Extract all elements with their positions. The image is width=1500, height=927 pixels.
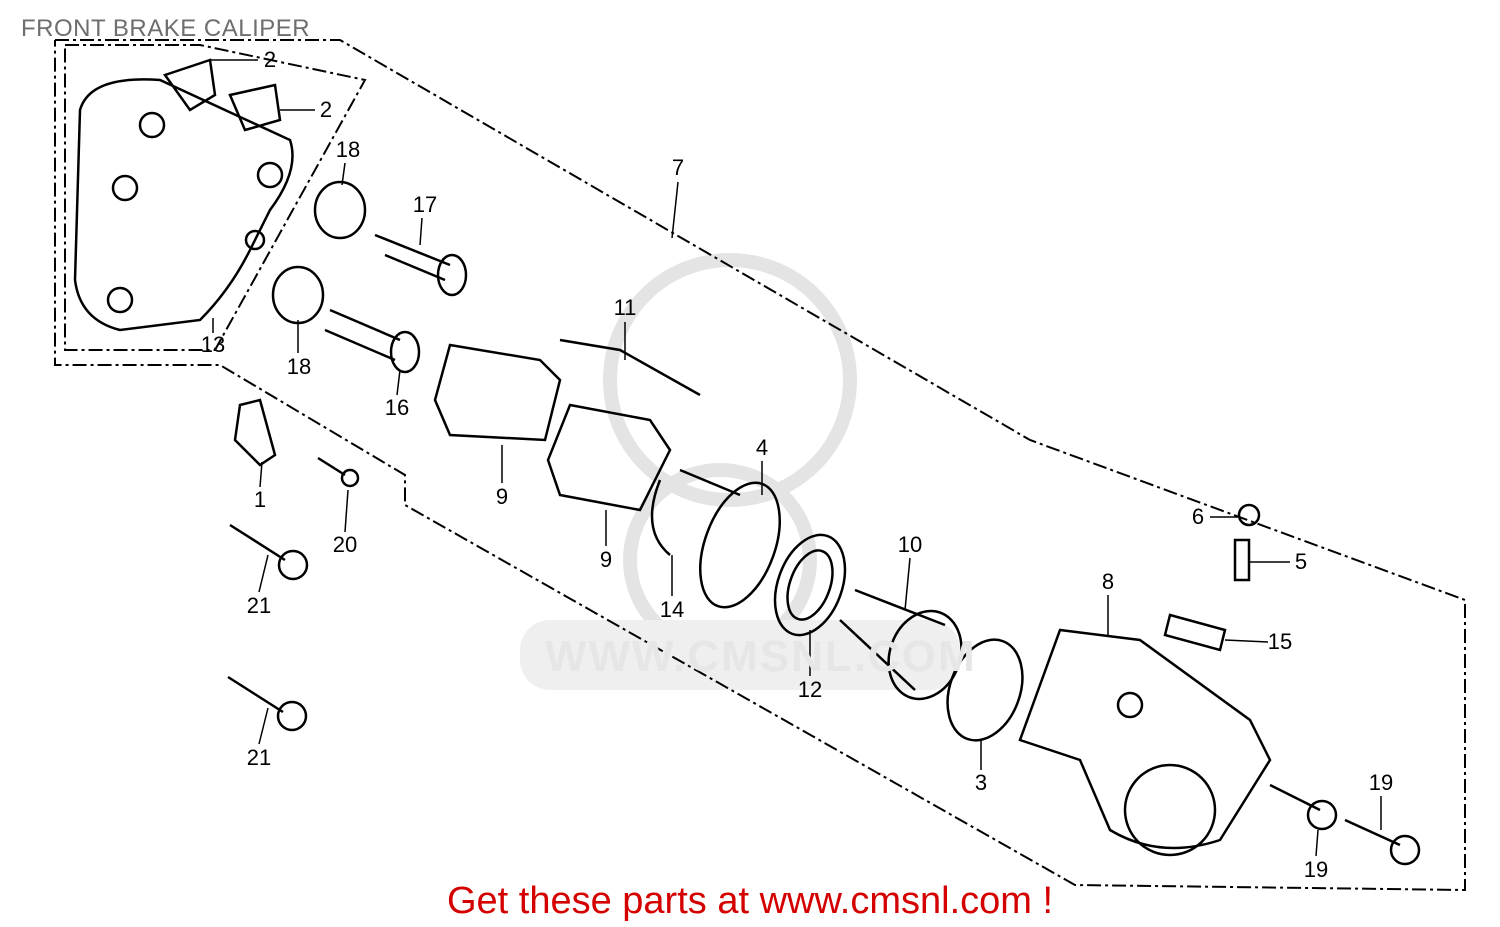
diagram-title: FRONT BRAKE CALIPER [21, 15, 311, 42]
callout-19: 19 [1368, 770, 1394, 795]
part-drawings [73, 58, 1421, 866]
caliper-bracket [73, 78, 294, 332]
callout-10: 10 [897, 532, 923, 557]
leader-lines [210, 59, 1382, 857]
callout-1: 1 [253, 487, 267, 512]
callout-18: 18 [335, 137, 361, 162]
callout-2: 2 [319, 97, 333, 122]
callout-4: 4 [755, 435, 769, 460]
callout-14: 14 [659, 597, 685, 622]
callout-20: 20 [332, 532, 358, 557]
callout-7: 7 [671, 155, 685, 180]
callout-12: 12 [797, 677, 823, 702]
callout-21: 21 [246, 745, 272, 770]
callout-21: 21 [246, 593, 272, 618]
callout-6: 6 [1191, 504, 1205, 529]
callout-5: 5 [1294, 549, 1308, 574]
callout-13: 13 [200, 332, 226, 357]
callout-15: 15 [1267, 629, 1293, 654]
callout-2: 2 [263, 47, 277, 72]
callout-9: 9 [599, 547, 613, 572]
callout-19: 19 [1303, 857, 1329, 882]
callout-11: 11 [613, 295, 637, 320]
watermark-text: WWW.CMSNL.COM [545, 632, 977, 681]
callout-9: 9 [495, 484, 509, 509]
callout-3: 3 [974, 770, 988, 795]
assembly-outline [54, 39, 1466, 892]
watermark-logo [520, 253, 960, 690]
callout-18: 18 [286, 354, 312, 379]
bracket-outline [64, 44, 367, 351]
callout-8: 8 [1101, 569, 1115, 594]
callout-17: 17 [412, 192, 438, 217]
footer-link[interactable]: Get these parts at www.cmsnl.com ! [446, 880, 1054, 922]
callout-16: 16 [384, 395, 410, 420]
